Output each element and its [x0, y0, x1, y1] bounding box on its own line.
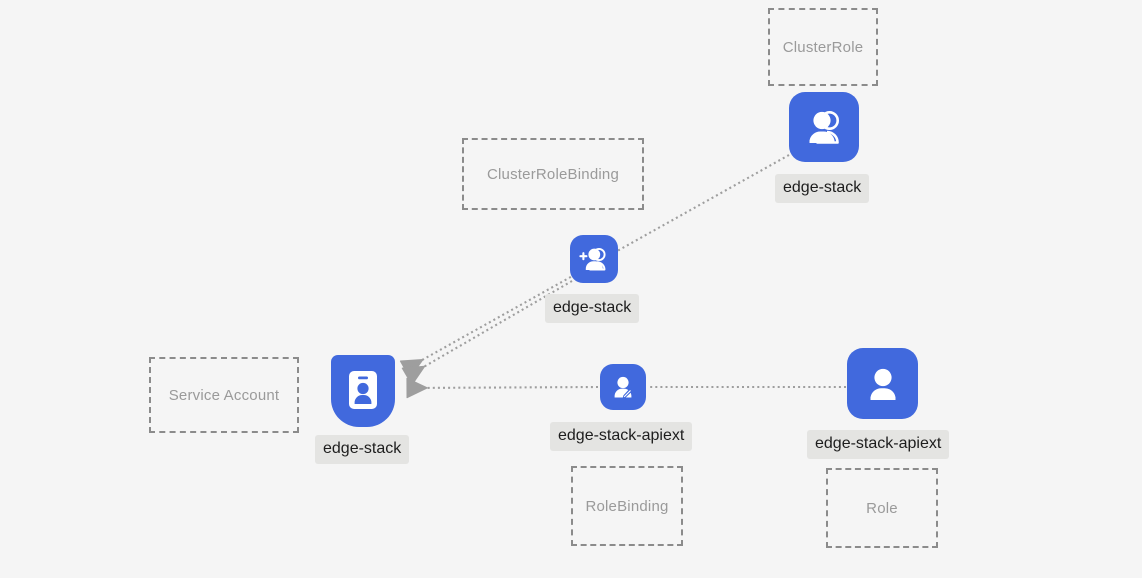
kind-label-clusterrolebinding: ClusterRoleBinding [486, 165, 619, 183]
kind-box-clusterrolebinding: ClusterRoleBinding [462, 138, 644, 210]
kind-label-role: Role [866, 499, 898, 517]
user-edit-icon [608, 372, 638, 402]
kind-box-rolebinding: RoleBinding [571, 466, 683, 546]
kind-label-rolebinding: RoleBinding [585, 497, 669, 515]
node-name-chip-clusterrole: edge-stack [775, 174, 870, 203]
add-user-icon [578, 243, 610, 275]
user-icon [861, 362, 905, 406]
node-name-chip-clusterrolebinding: edge-stack [545, 294, 640, 323]
node-icon-role[interactable] [847, 348, 918, 419]
kind-box-serviceaccount: Service Account [149, 357, 299, 433]
edge-rolebinding-serviceaccount [406, 377, 599, 399]
kind-label-clusterrole: ClusterRole [782, 38, 864, 56]
node-icon-clusterrolebinding[interactable] [570, 235, 618, 283]
node-icon-clusterrole[interactable] [789, 92, 859, 162]
id-badge-icon [346, 369, 380, 413]
group-users-icon [802, 105, 846, 149]
kind-box-role: Role [826, 468, 938, 548]
node-name-chip-rolebinding: edge-stack-apiext [550, 422, 693, 451]
kind-box-clusterrole: ClusterRole [768, 8, 878, 86]
node-icon-serviceaccount[interactable] [331, 355, 395, 427]
kind-label-serviceaccount: Service Account [168, 386, 280, 404]
node-name-chip-serviceaccount: edge-stack [315, 435, 410, 464]
node-name-chip-role: edge-stack-apiext [807, 430, 950, 459]
node-icon-rolebinding[interactable] [600, 364, 646, 410]
